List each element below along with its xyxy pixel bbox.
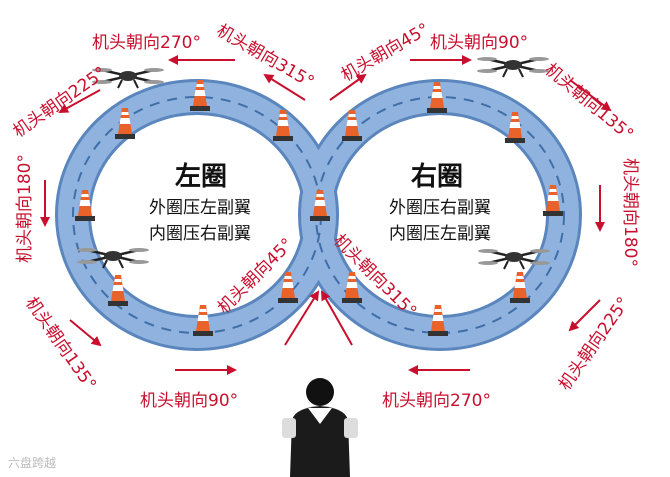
arrow-icon <box>69 319 102 347</box>
arrow-icon <box>284 290 320 346</box>
left-loop-desc: 外圈压左副翼 内圈压右副翼 <box>120 195 280 247</box>
watermark: 六盘跨越 <box>8 456 57 470</box>
arrow-icon <box>329 73 367 101</box>
label-bottom-90: 机头朝向90° <box>140 391 239 411</box>
right-loop-line1: 外圈压右副翼 <box>389 198 491 218</box>
left-loop-title: 左圈 <box>174 162 227 192</box>
arrow-icon <box>569 79 612 112</box>
pilot-icon <box>282 378 358 477</box>
right-loop-line2: 内圈压左副翼 <box>389 224 491 244</box>
right-loop-title: 右圈 <box>410 162 463 192</box>
label-right-180: 机头朝向180° <box>619 158 640 267</box>
drone-icon <box>475 55 551 79</box>
label-top-90: 机头朝向90° <box>430 33 529 53</box>
arrow-icon <box>58 89 101 113</box>
left-loop-line1: 外圈压左副翼 <box>149 198 251 218</box>
arrow-icon <box>321 290 353 346</box>
arrow-icon <box>263 73 306 101</box>
right-loop-desc: 外圈压右副翼 内圈压左副翼 <box>360 195 520 247</box>
label-top-270: 机头朝向270° <box>92 33 201 53</box>
left-loop-line2: 内圈压右副翼 <box>149 224 251 244</box>
direction-arrows <box>40 55 612 375</box>
label-bottom-270: 机头朝向270° <box>382 391 491 411</box>
label-left-180: 机头朝向180° <box>14 154 35 263</box>
arrow-icon <box>568 299 601 332</box>
